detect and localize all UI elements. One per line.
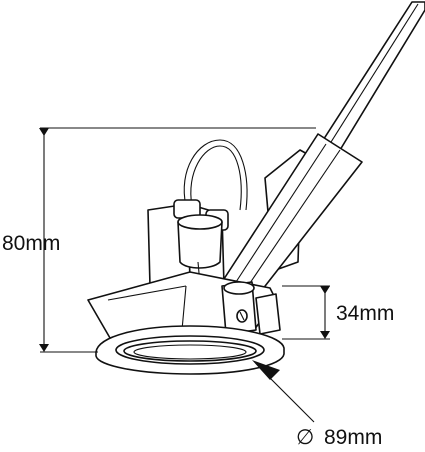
side-clip: [255, 293, 281, 335]
height-dimension: [39, 127, 316, 353]
diameter-symbol: ∅: [296, 426, 314, 449]
bezel-height-dimension: [282, 285, 330, 340]
diameter-leader: [252, 360, 315, 423]
wire-loop: [183, 139, 248, 211]
bezel-ring: [95, 325, 285, 375]
diameter-label: 89mm: [324, 426, 382, 449]
power-cable: [317, 1, 425, 151]
bezel-height-label: 34mm: [336, 302, 394, 325]
pivot-post: [221, 281, 257, 335]
height-label: 80mm: [2, 232, 60, 255]
socket: [177, 214, 223, 285]
